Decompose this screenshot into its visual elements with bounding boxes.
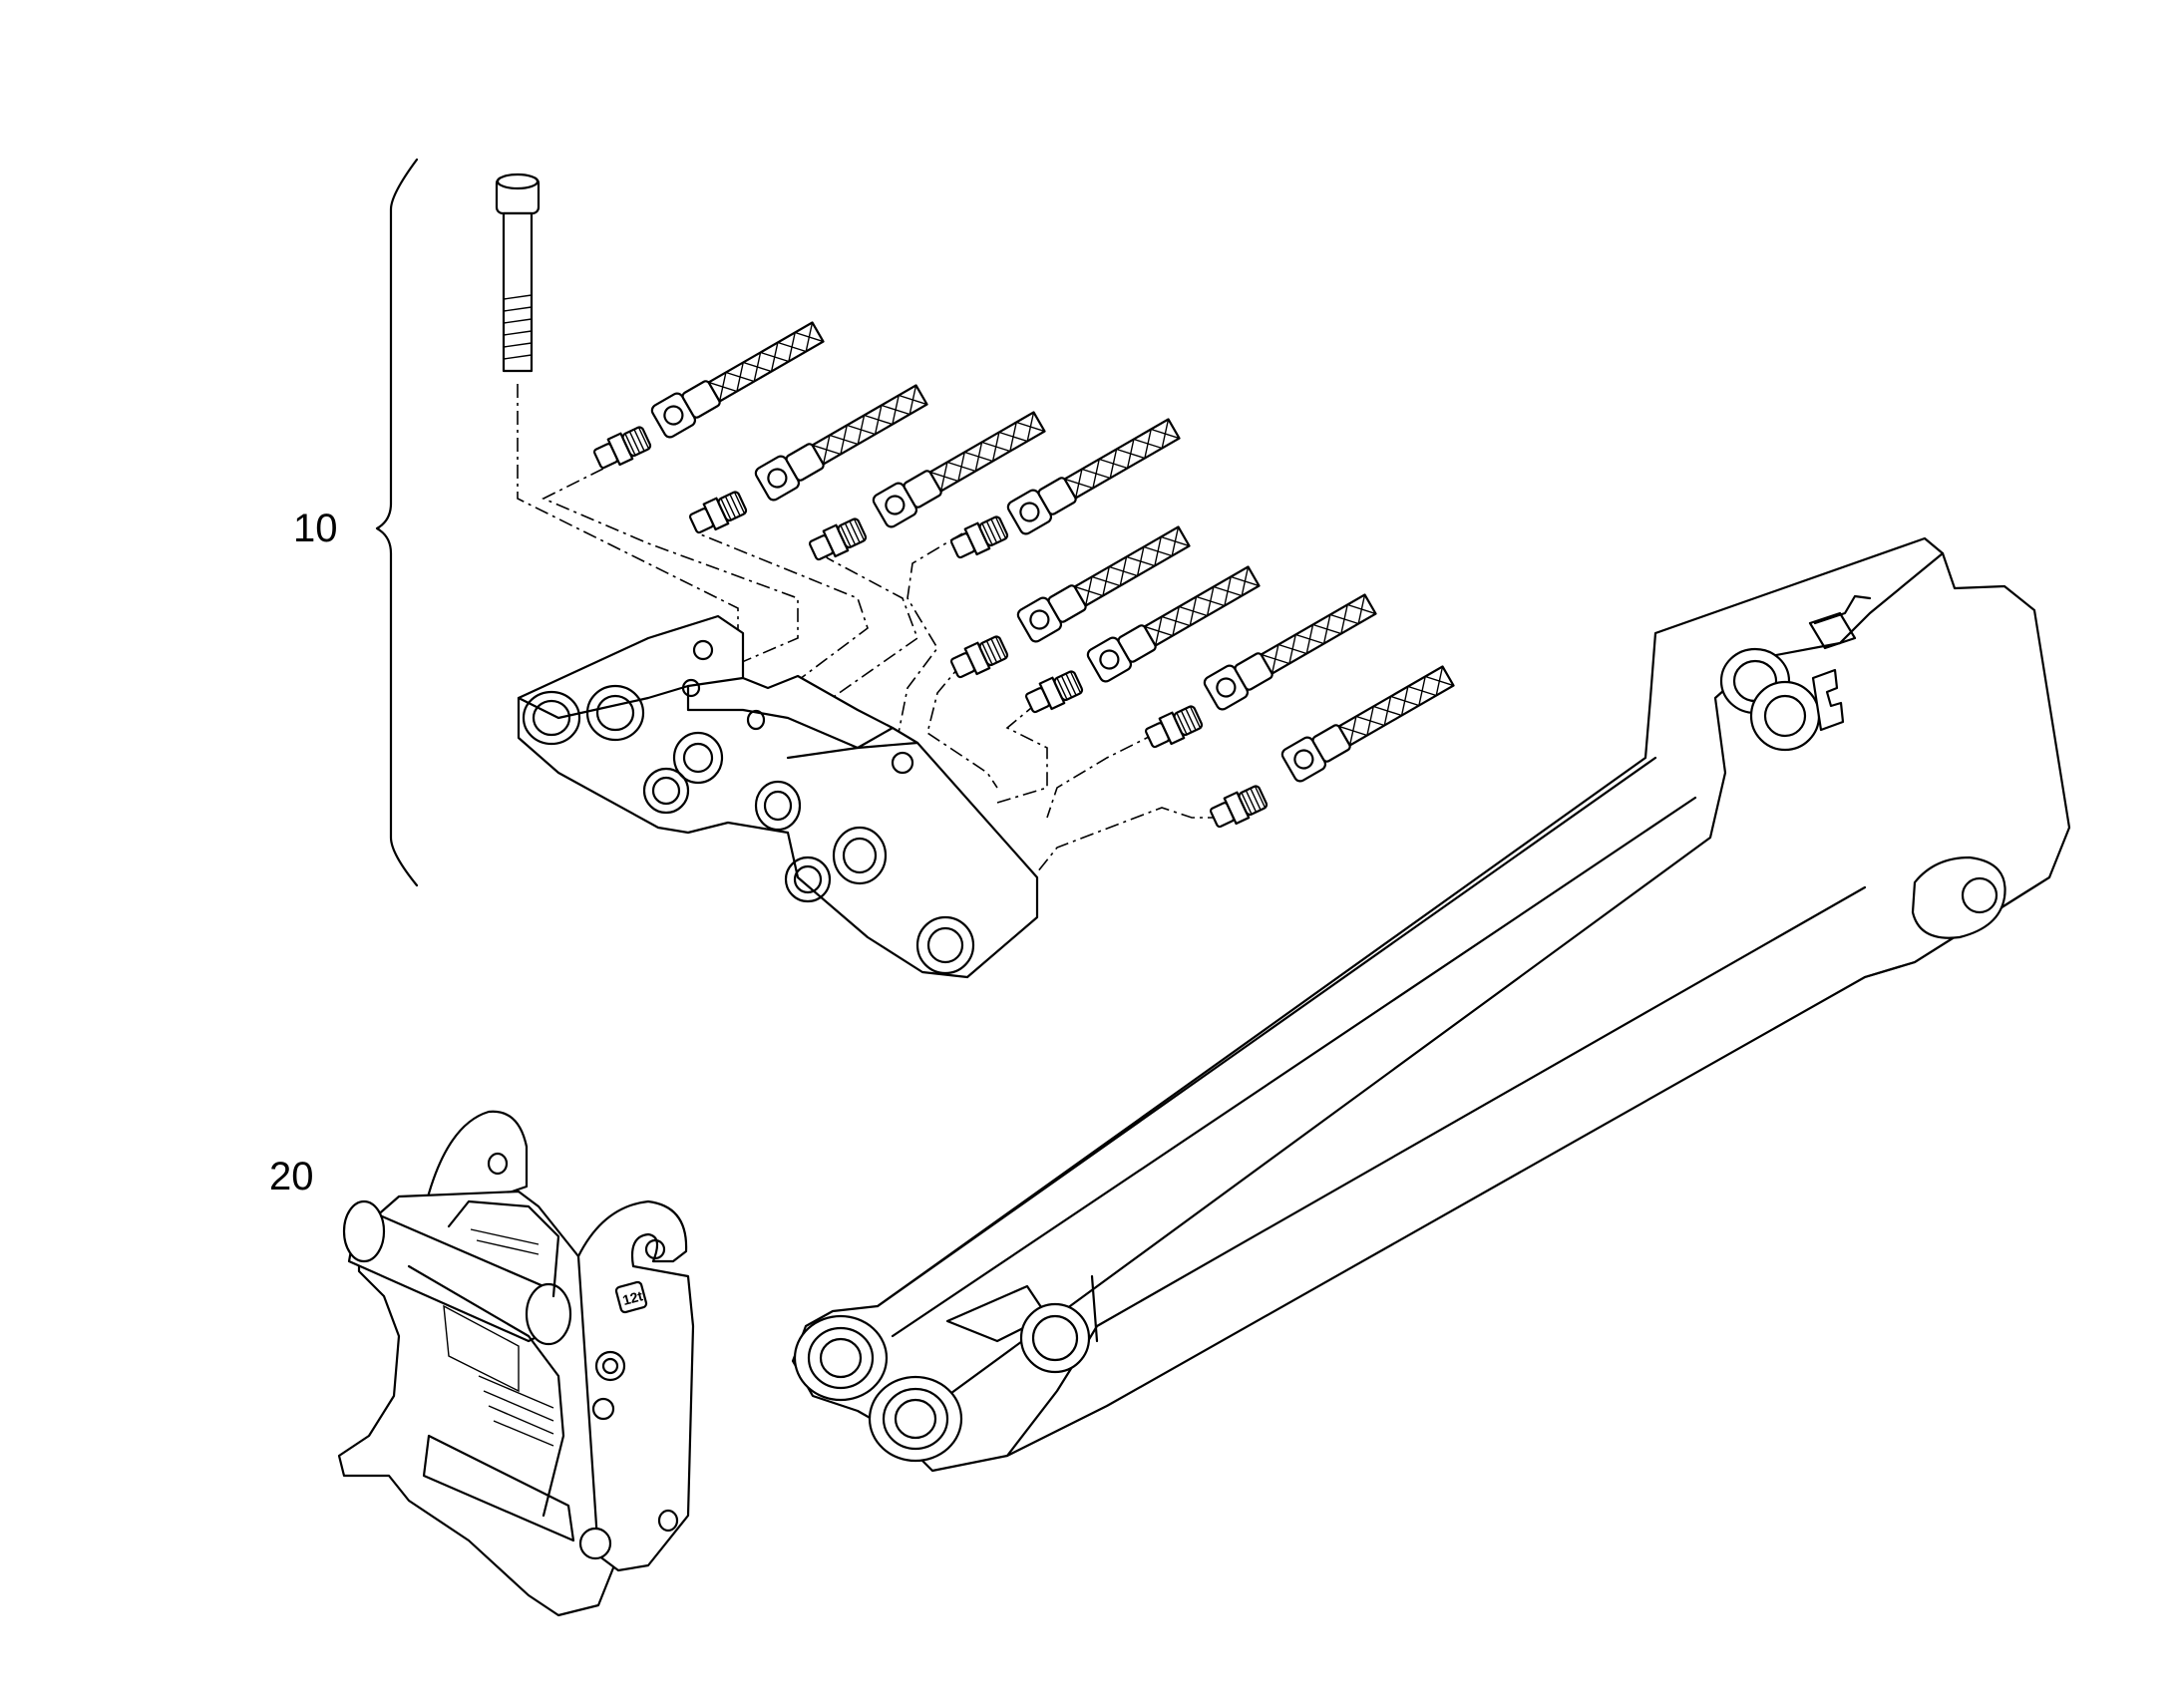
hydraulic-fittings	[592, 426, 1269, 829]
callout-10-label: 10	[293, 507, 338, 550]
coupler-plate-text: 12t	[620, 1287, 644, 1308]
boom-arm	[791, 536, 2071, 1473]
quick-coupler: 12t	[337, 1110, 695, 1617]
hose-assemblies	[650, 321, 1455, 783]
group-brace	[375, 158, 419, 887]
cap-screw	[495, 172, 541, 373]
valve-block	[517, 614, 1039, 979]
callout-20-label: 20	[269, 1155, 314, 1198]
